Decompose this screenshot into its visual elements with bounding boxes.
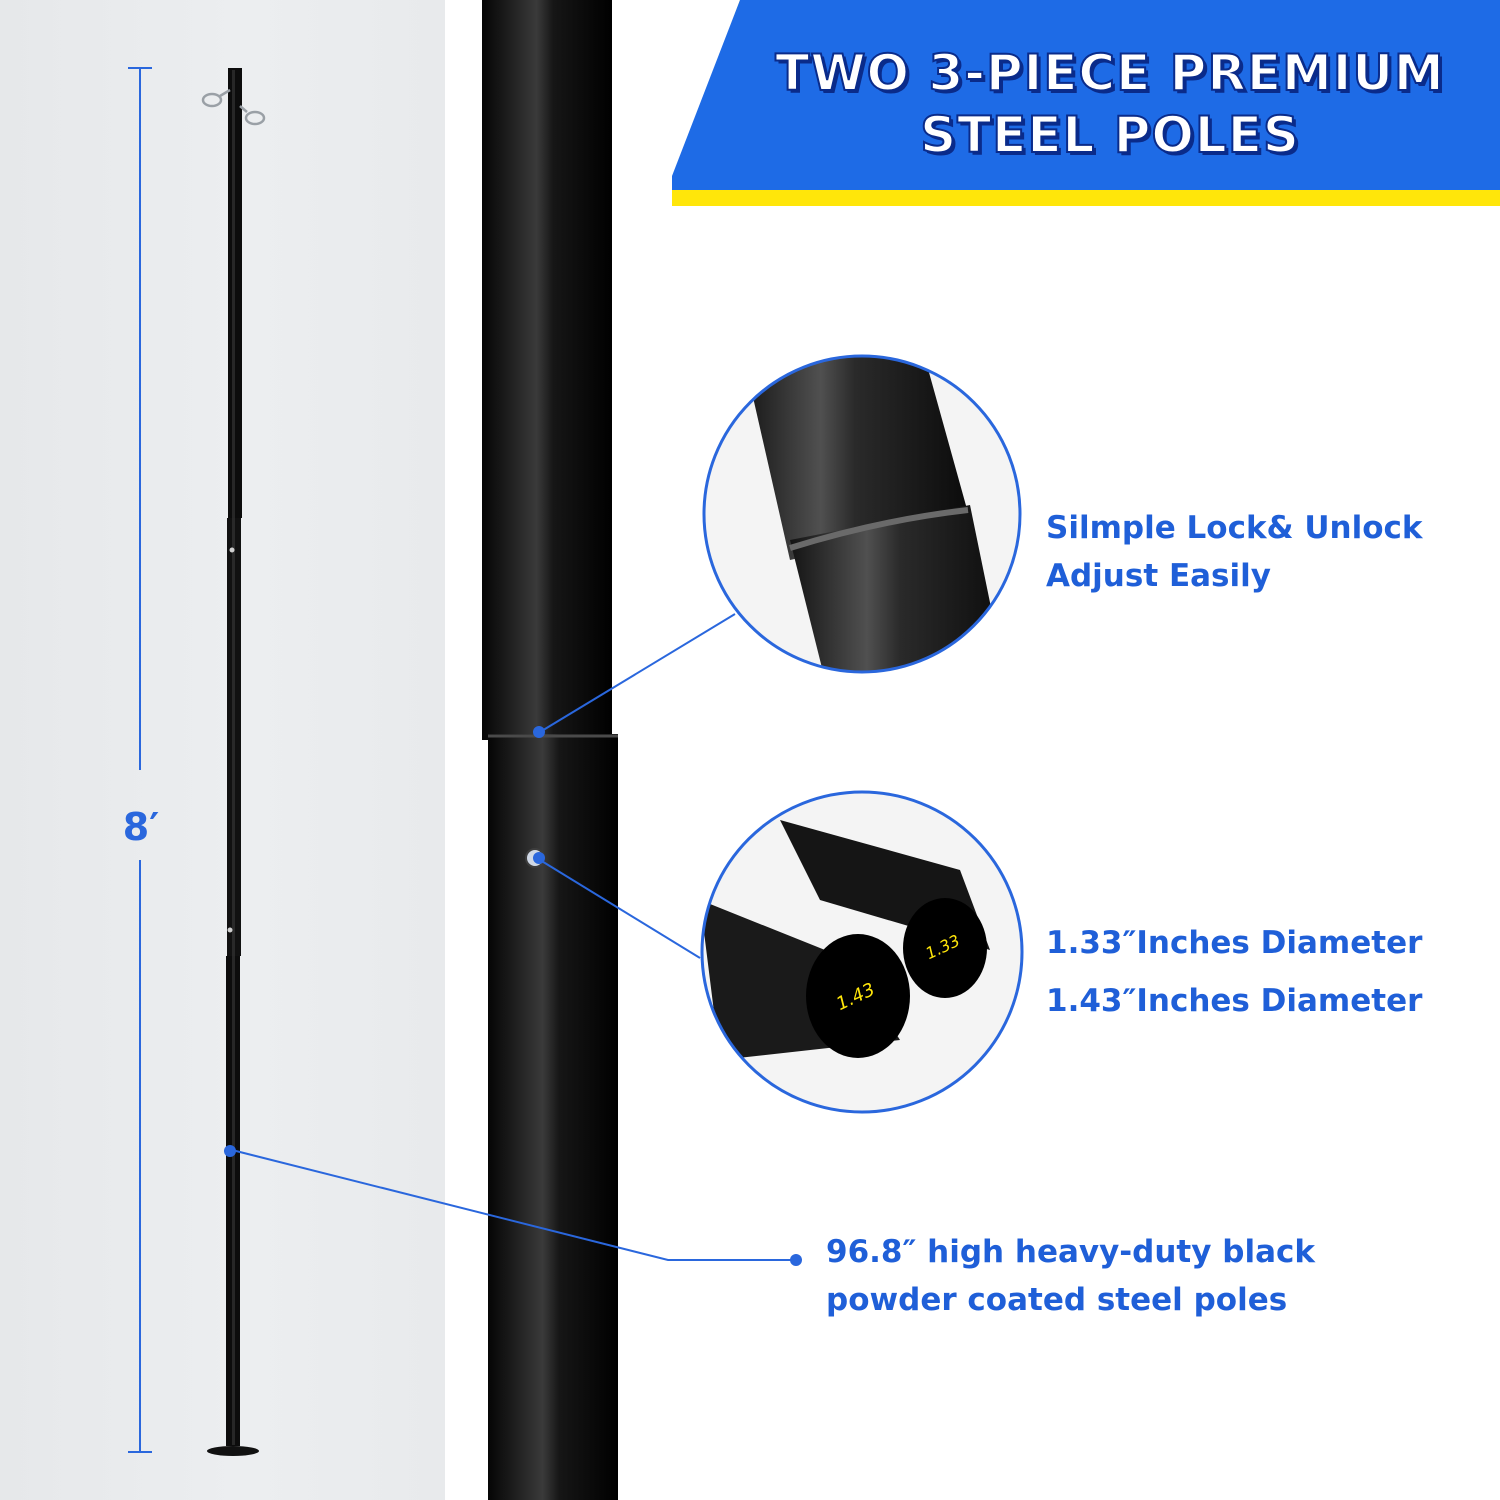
lock-callout-line-1: Silmple Lock& Unlock	[1046, 510, 1423, 546]
height-callout-line-2: powder coated steel poles	[826, 1282, 1288, 1318]
page-title: TWO 3-PIECE PREMIUM STEEL POLES	[715, 42, 1500, 166]
height-callout-line-1: 96.8″ high heavy-duty black	[826, 1234, 1315, 1270]
diameter-callout: 1.33″Inches Diameter 1.43″Inches Diamete…	[1046, 914, 1422, 1030]
lock-callout: Silmple Lock& Unlock Adjust Easily	[1046, 504, 1423, 600]
callout-dot-icon	[224, 1145, 236, 1157]
callout-dot-icon	[533, 852, 545, 864]
title-line-1: TWO 3-PIECE PREMIUM	[774, 43, 1445, 103]
joint-detail-image	[702, 354, 1022, 674]
left-background-panel	[0, 0, 445, 1500]
height-label: 8′	[122, 805, 160, 849]
diameter-callout-line-2: 1.43″Inches Diameter	[1046, 983, 1423, 1019]
height-callout: 96.8″ high heavy-duty black powder coate…	[826, 1228, 1315, 1324]
height-dimension-line	[128, 67, 152, 1453]
title-banner	[672, 0, 1500, 206]
callout-dot-icon	[533, 726, 545, 738]
pole-hook-icon	[201, 88, 266, 126]
lock-callout-line-2: Adjust Easily	[1046, 558, 1271, 594]
diameter-callout-line-1: 1.33″Inches Diameter	[1046, 925, 1423, 961]
callout-dot-icon	[790, 1254, 802, 1266]
title-line-2: STEEL POLES	[919, 105, 1300, 165]
diameter-detail-image: 1.43 1.33	[700, 790, 1024, 1114]
